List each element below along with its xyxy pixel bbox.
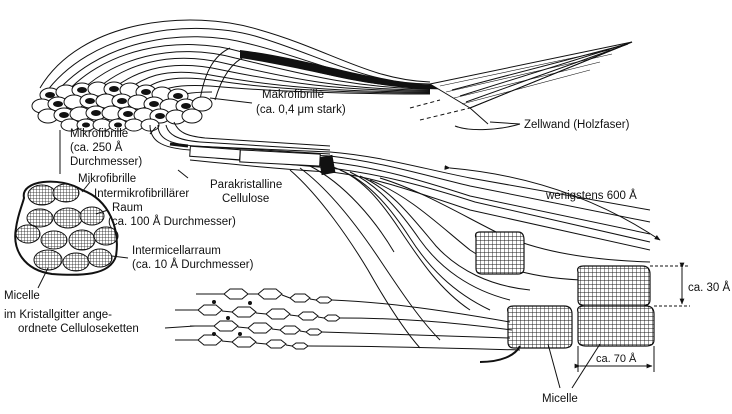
micelle-block-right-top bbox=[578, 266, 650, 306]
label-mikrofibrille: Mikrofibrille bbox=[70, 128, 128, 140]
micelle-blocks bbox=[476, 232, 655, 348]
label-zellwand: Zellwand (Holzfaser) bbox=[524, 119, 630, 131]
label-mikrofibrille-diameter: Durchmesser) bbox=[70, 156, 142, 168]
label-wenigstens: wenigstens 600 Å bbox=[545, 189, 637, 202]
label-makrofibrille-size: (ca. 0,4 μm stark) bbox=[256, 104, 346, 116]
micelle-block-upper bbox=[476, 232, 525, 274]
label-mikrofibrille-2: Mikrofibrille bbox=[78, 173, 136, 185]
micelle-leader-1 bbox=[548, 344, 560, 388]
label-kristallgitter-1: im Kristallgitter ange- bbox=[4, 309, 112, 321]
label-intermicellar-size: (ca. 10 Å Durchmesser) bbox=[132, 258, 254, 271]
label-parakristalline: Parakristalline bbox=[210, 179, 282, 191]
label-kristallgitter-2: ordnete Celluloseketten bbox=[18, 323, 139, 335]
micelle-block-right-bottom bbox=[578, 306, 654, 346]
label-ca-70: ca. 70 Å bbox=[596, 352, 637, 365]
cellulose-chains bbox=[198, 289, 340, 349]
micelle-block-left-bottom bbox=[508, 306, 572, 348]
label-ca-30: ca. 30 Å bbox=[688, 281, 731, 294]
label-micelle-left: Micelle bbox=[4, 290, 40, 302]
fibril-neck bbox=[170, 144, 188, 146]
label-cellulose: Cellulose bbox=[222, 193, 269, 205]
label-intermikro-size: (ca. 100 Å Durchmesser) bbox=[108, 215, 236, 228]
zellwand-wedge bbox=[410, 42, 632, 130]
label-micelle-bottom: Micelle bbox=[542, 393, 578, 405]
label-mikrofibrille-size: (ca. 250 Å bbox=[70, 141, 123, 154]
label-intermicellarraum: Intermicellarraum bbox=[132, 245, 221, 257]
label-makrofibrille: Makrofibrille bbox=[262, 89, 324, 101]
dimension-30 bbox=[650, 266, 690, 306]
label-raum: Raum bbox=[112, 202, 143, 214]
label-intermikrofibrillar: Intermikrofibrillärer bbox=[94, 188, 189, 200]
